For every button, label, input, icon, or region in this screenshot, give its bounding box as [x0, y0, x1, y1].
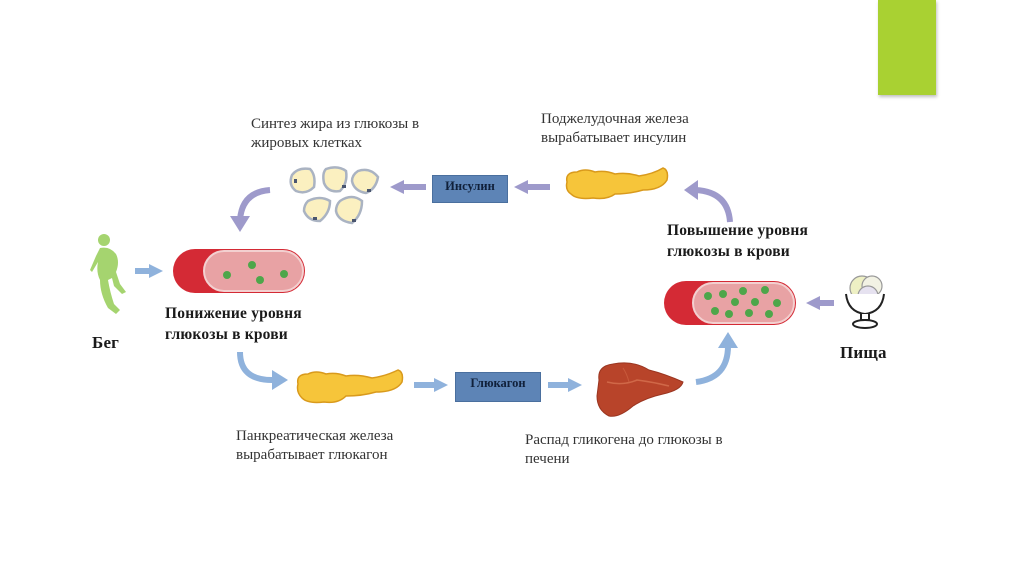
- blood-vessel-high-glucose: [664, 281, 796, 325]
- glucagon-label: Глюкагон: [470, 376, 526, 390]
- pancreas-icon: [296, 369, 404, 404]
- pancreas-insulin-line-1: Поджелудочная железа: [541, 111, 689, 127]
- pancreas-insulin-line-2: вырабатывает инсулин: [541, 130, 687, 146]
- liver-icon: [596, 362, 684, 417]
- glucose-up-line-2: глюкозы в крови: [667, 243, 790, 260]
- glucose-dots: [223, 261, 288, 284]
- glucose-down-line-1: Понижение уровня: [165, 305, 302, 322]
- arrow-running-to-vessel: [135, 264, 163, 278]
- curved-arrow-down-to-pancreas: [237, 351, 288, 390]
- pancreas-glucagon-line-2: вырабатывает глюкагон: [236, 447, 388, 463]
- running-label: Бег: [92, 333, 120, 352]
- glycogen-breakdown-label: Распад гликогена до глюкозы в печени: [525, 431, 723, 469]
- glucose-down-line-2: глюкозы в крови: [165, 326, 288, 343]
- insulin-arrow-to-fat: [390, 180, 426, 194]
- glucagon-arrow-from-pancreas: [414, 378, 448, 392]
- glucose-down-label: Понижение уровня глюкозы в крови: [165, 303, 302, 345]
- insulin-arrow-from-pancreas: [514, 180, 550, 194]
- blood-vessel-low-glucose: [173, 249, 305, 293]
- fat-synthesis-label: Синтез жира из глюкозы в жировых клетках: [251, 115, 419, 153]
- curved-arrow-liver-to-up: [695, 332, 738, 385]
- glucagon-box: Глюкагон: [455, 372, 541, 402]
- glucagon-arrow-to-liver: [548, 378, 582, 392]
- fat-synthesis-line-1: Синтез жира из глюкозы в: [251, 116, 420, 132]
- glycogen-breakdown-line-1: Распад гликогена до глюкозы в: [525, 432, 723, 448]
- fat-cells-icon: [289, 166, 380, 225]
- pancreas-insulin-label: Поджелудочная железа вырабатывает инсули…: [541, 110, 689, 148]
- pancreas-glucagon-label: Панкреатическая железа вырабатывает глюк…: [236, 427, 393, 465]
- food-label: Пища: [840, 343, 887, 362]
- pancreas-icon: [565, 167, 669, 200]
- ice-cream-bowl-icon: [845, 275, 885, 329]
- glucose-up-label: Повышение уровня глюкозы в крови: [667, 220, 808, 262]
- arrow-food-to-vessel: [806, 296, 834, 310]
- glycogen-breakdown-line-2: печени: [525, 451, 570, 467]
- pancreas-glucagon-line-1: Панкреатическая железа: [236, 428, 394, 444]
- curved-arrow-fat-to-down: [230, 187, 271, 232]
- glucose-up-line-1: Повышение уровня: [667, 222, 809, 239]
- insulin-label: Инсулин: [445, 179, 495, 193]
- runner-icon: [90, 234, 126, 314]
- curved-arrow-up-to-pancreas: [684, 180, 733, 223]
- fat-synthesis-line-2: жировых клетках: [251, 135, 363, 151]
- glucose-dots: [704, 286, 781, 318]
- insulin-box: Инсулин: [432, 175, 508, 203]
- slide-accent-bar: [878, 0, 936, 95]
